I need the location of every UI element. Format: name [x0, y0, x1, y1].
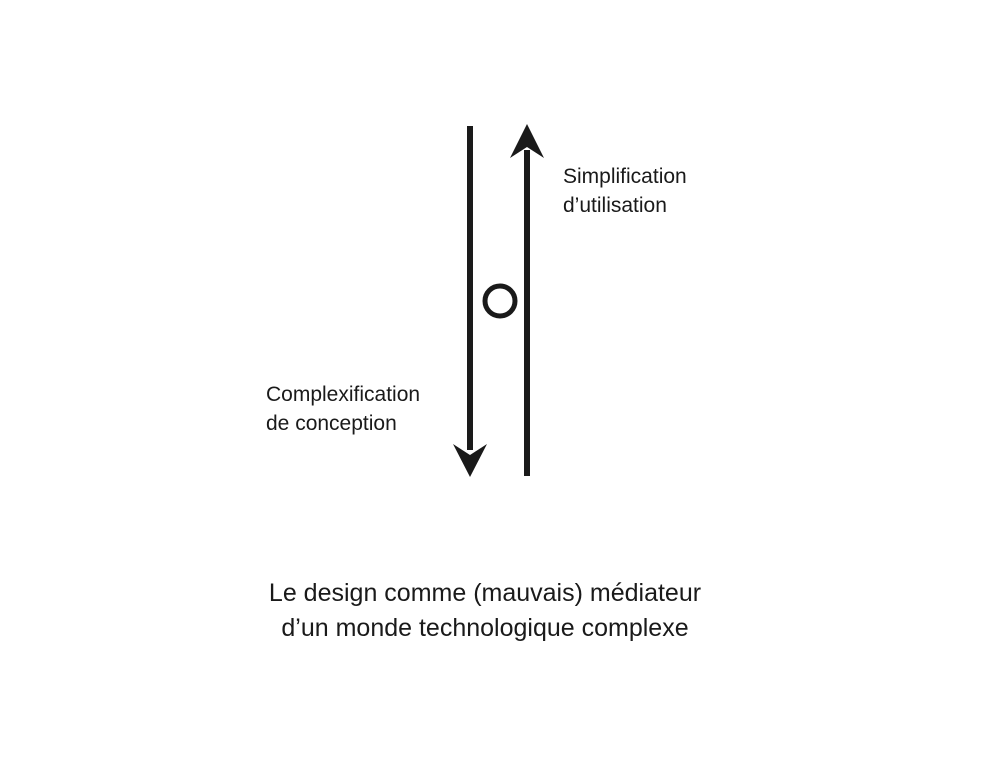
down-arrow-label-line2: de conception [266, 412, 397, 435]
up-arrow-label-line1: Simplification [563, 165, 687, 188]
caption-line1: Le design comme (mauvais) médiateur [268, 579, 702, 607]
caption-line2: d’un monde technologique complexe [281, 614, 689, 642]
down-arrow-label: Complexification de conception [266, 380, 420, 438]
down-arrow [453, 126, 487, 477]
up-arrow [510, 124, 544, 476]
up-arrow-head [510, 124, 544, 158]
up-arrow-label: Simplification d’utilisation [563, 162, 687, 220]
down-arrow-label-line1: Complexification [266, 383, 421, 406]
circle-icon [482, 283, 518, 319]
up-arrow-label-line2: d’utilisation [563, 194, 667, 217]
caption: Le design comme (mauvais) médiateur d’un… [0, 576, 970, 646]
down-arrow-head [453, 444, 487, 477]
